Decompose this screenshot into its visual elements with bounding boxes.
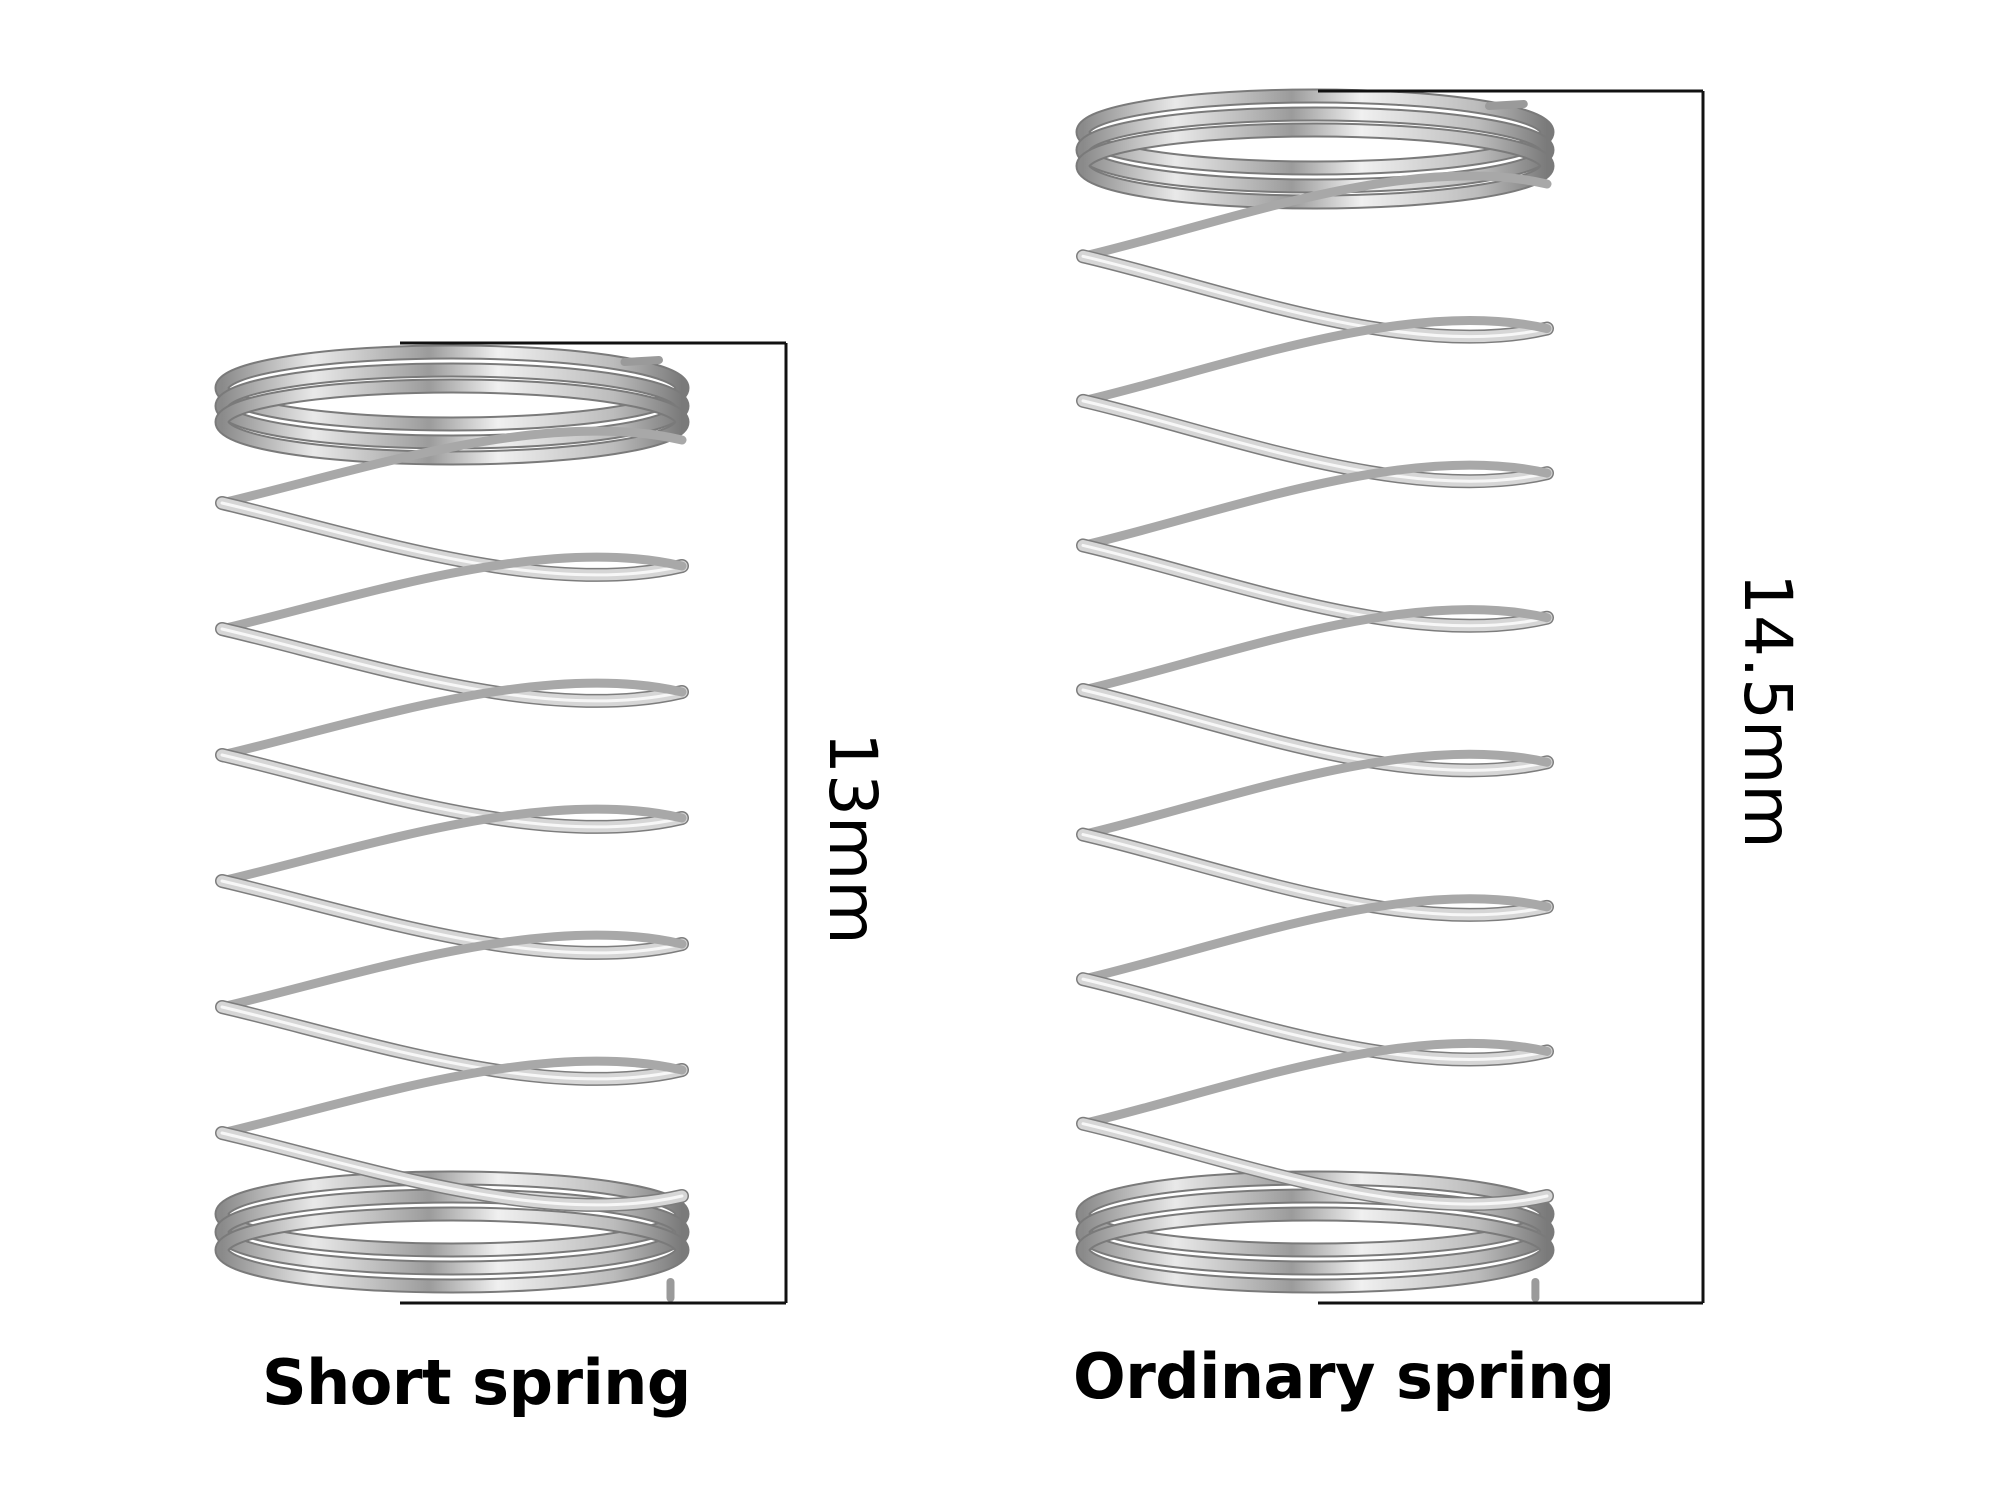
short-spring-length-label: 13mm — [814, 732, 891, 945]
ordinary-spring-coil-front-highlight — [1081, 833, 1549, 917]
ordinary-spring-top-end-tab — [1485, 100, 1528, 110]
ordinary-spring-coil-front-highlight — [1081, 977, 1549, 1062]
ordinary-spring-caption: Ordinary spring — [1073, 1340, 1615, 1413]
ordinary-spring-coil-back — [1078, 749, 1552, 840]
short-spring-bottom-ring — [216, 1190, 688, 1274]
short-spring-coil-front-highlight — [220, 627, 684, 703]
short-spring-coil-front-highlight — [220, 753, 684, 829]
ordinary-spring-coil-back — [1078, 894, 1552, 984]
ordinary-spring-coil-back — [1078, 171, 1552, 261]
short-spring-coil-back — [217, 552, 687, 634]
short-spring-image — [214, 344, 690, 1302]
short-spring-bottom-ring — [216, 1172, 688, 1256]
ordinary-spring-bottom-ring — [1077, 1208, 1553, 1292]
ordinary-spring-dimension-bracket — [1318, 89, 1705, 1305]
ordinary-spring-bottom-ring — [1077, 1190, 1553, 1274]
short-spring-top-ring — [216, 346, 688, 430]
short-spring-coil-back — [217, 426, 687, 508]
ordinary-spring-coil-front-highlight — [1081, 543, 1549, 628]
short-spring-top-ring — [216, 364, 688, 448]
short-spring-bottom-ring — [216, 1208, 688, 1292]
ordinary-spring-coil-back — [1078, 460, 1552, 550]
ordinary-spring-top-ring — [1077, 124, 1553, 208]
short-spring-coil-front-highlight — [220, 1131, 684, 1207]
ordinary-spring-coil-front-highlight — [1081, 254, 1549, 339]
ordinary-spring-coil-front-highlight — [1081, 399, 1549, 483]
short-spring-coil-front-highlight — [220, 501, 684, 577]
short-spring-coil-back — [217, 1056, 687, 1138]
short-spring-dimension-bracket — [400, 341, 788, 1305]
short-spring-top-ring — [216, 380, 688, 464]
short-spring-top-end-tab — [620, 356, 663, 366]
ordinary-spring-top-ring — [1077, 108, 1553, 192]
short-spring-coil-front-highlight — [220, 879, 684, 955]
short-spring-coil-back — [217, 930, 687, 1012]
ordinary-spring-coil-back — [1078, 315, 1552, 406]
short-spring-coil-back — [217, 678, 687, 760]
ordinary-spring-coil-back — [1078, 605, 1552, 695]
short-spring-coil-back — [217, 804, 687, 886]
ordinary-spring-coil-back — [1078, 1038, 1552, 1129]
ordinary-spring-top-ring — [1077, 90, 1553, 174]
ordinary-spring-image — [1075, 88, 1555, 1302]
ordinary-spring-coil-front-highlight — [1081, 688, 1549, 772]
ordinary-spring-length-label: 14.5mm — [1729, 573, 1806, 849]
ordinary-spring-coil-front-highlight — [1081, 1122, 1549, 1206]
short-spring-coil-front-highlight — [220, 1005, 684, 1081]
short-spring-caption: Short spring — [262, 1346, 691, 1419]
